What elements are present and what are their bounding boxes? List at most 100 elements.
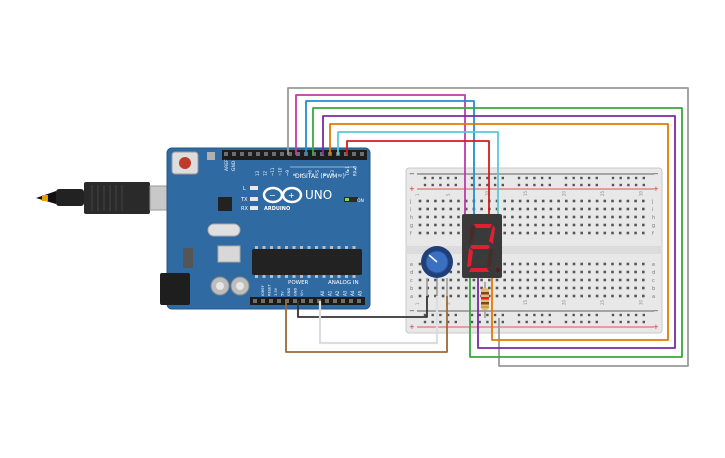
breadboard-hole[interactable] <box>418 278 422 282</box>
breadboard-hole[interactable] <box>418 199 422 203</box>
breadboard-hole[interactable] <box>449 294 453 298</box>
breadboard-hole[interactable] <box>557 262 560 266</box>
rail-hole[interactable] <box>486 176 489 180</box>
rail-hole[interactable] <box>525 183 528 187</box>
header-pin-hole[interactable] <box>333 299 337 303</box>
breadboard-hole[interactable] <box>534 199 537 203</box>
breadboard-hole[interactable] <box>626 278 630 282</box>
breadboard-hole[interactable] <box>434 286 437 290</box>
breadboard-hole[interactable] <box>580 223 583 227</box>
wire-brown[interactable] <box>285 296 448 353</box>
rail-hole[interactable] <box>533 320 536 324</box>
breadboard-hole[interactable] <box>418 207 422 211</box>
breadboard-hole[interactable] <box>503 231 506 235</box>
rail-hole[interactable] <box>634 183 638 187</box>
breadboard-hole[interactable] <box>472 286 476 290</box>
breadboard-hole[interactable] <box>580 278 583 282</box>
header-pin-hole[interactable] <box>352 152 356 156</box>
header-pin-hole[interactable] <box>349 299 353 303</box>
breadboard-hole[interactable] <box>595 278 599 282</box>
rail-hole[interactable] <box>454 313 457 317</box>
rail-hole[interactable] <box>517 320 521 324</box>
rail-hole[interactable] <box>548 176 551 180</box>
rail-hole[interactable] <box>564 183 568 187</box>
breadboard-hole[interactable] <box>557 231 560 235</box>
rail-hole[interactable] <box>548 313 551 317</box>
rail-hole[interactable] <box>642 313 645 317</box>
seven-segment-display[interactable] <box>462 214 502 278</box>
breadboard-hole[interactable] <box>565 199 568 203</box>
rail-hole[interactable] <box>454 320 457 324</box>
breadboard-hole[interactable] <box>541 294 545 298</box>
rail-hole[interactable] <box>564 313 568 317</box>
breadboard-hole[interactable] <box>541 223 545 227</box>
rail-hole[interactable] <box>634 313 638 317</box>
breadboard-hole[interactable] <box>518 294 522 298</box>
rail-hole[interactable] <box>423 176 427 180</box>
rail-hole[interactable] <box>587 176 591 180</box>
breadboard-hole[interactable] <box>565 270 568 274</box>
breadboard-hole[interactable] <box>511 207 514 211</box>
breadboard-hole[interactable] <box>565 207 568 211</box>
breadboard-hole[interactable] <box>434 278 437 282</box>
rail-hole[interactable] <box>587 183 591 187</box>
breadboard-hole[interactable] <box>526 207 530 211</box>
breadboard-hole[interactable] <box>618 215 622 219</box>
breadboard-hole[interactable] <box>572 207 576 211</box>
breadboard-hole[interactable] <box>618 199 622 203</box>
resistor[interactable] <box>481 282 489 318</box>
breadboard-hole[interactable] <box>642 286 645 290</box>
breadboard-hole[interactable] <box>572 286 576 290</box>
rail-hole[interactable] <box>572 320 575 324</box>
rail-hole[interactable] <box>446 176 450 180</box>
breadboard-hole[interactable] <box>526 262 530 266</box>
header-pin-hole[interactable] <box>320 152 324 156</box>
breadboard-hole[interactable] <box>572 223 576 227</box>
rail-hole[interactable] <box>446 313 450 317</box>
breadboard-hole[interactable] <box>588 199 591 203</box>
breadboard-hole[interactable] <box>480 199 483 203</box>
rail-hole[interactable] <box>423 313 427 317</box>
rail-hole[interactable] <box>611 320 615 324</box>
breadboard-hole[interactable] <box>526 286 530 290</box>
breadboard-hole[interactable] <box>565 223 568 227</box>
header-pin-hole[interactable] <box>325 299 329 303</box>
breadboard-hole[interactable] <box>618 231 622 235</box>
header-pin-hole[interactable] <box>264 152 268 156</box>
breadboard-hole[interactable] <box>603 286 607 290</box>
breadboard-hole[interactable] <box>464 294 468 298</box>
breadboard-hole[interactable] <box>595 286 599 290</box>
header-pin-hole[interactable] <box>272 152 276 156</box>
breadboard-hole[interactable] <box>642 278 645 282</box>
breadboard-hole[interactable] <box>541 199 545 203</box>
breadboard-hole[interactable] <box>464 278 468 282</box>
rail-hole[interactable] <box>619 183 622 187</box>
rail-hole[interactable] <box>619 313 622 317</box>
breadboard-hole[interactable] <box>449 286 453 290</box>
breadboard-hole[interactable] <box>565 294 568 298</box>
rail-hole[interactable] <box>572 176 575 180</box>
breadboard-hole[interactable] <box>642 262 645 266</box>
breadboard-hole[interactable] <box>611 199 614 203</box>
breadboard-hole[interactable] <box>534 294 537 298</box>
header-pin-hole[interactable] <box>301 299 305 303</box>
breadboard-hole[interactable] <box>518 286 522 290</box>
breadboard-hole[interactable] <box>441 278 445 282</box>
wire-gray[interactable] <box>287 87 689 367</box>
rail-hole[interactable] <box>446 320 450 324</box>
breadboard-hole[interactable] <box>588 286 591 290</box>
breadboard-hole[interactable] <box>434 223 437 227</box>
breadboard-hole[interactable] <box>595 231 599 235</box>
breadboard-hole[interactable] <box>549 223 553 227</box>
rail-hole[interactable] <box>634 320 638 324</box>
rail-hole[interactable] <box>493 183 497 187</box>
breadboard-hole[interactable] <box>464 207 468 211</box>
breadboard-hole[interactable] <box>603 270 607 274</box>
rail-hole[interactable] <box>587 320 591 324</box>
breadboard-hole[interactable] <box>534 207 537 211</box>
power-jack[interactable] <box>160 273 190 305</box>
rail-hole[interactable] <box>627 320 630 324</box>
breadboard-hole[interactable] <box>603 231 607 235</box>
breadboard-hole[interactable] <box>603 207 607 211</box>
